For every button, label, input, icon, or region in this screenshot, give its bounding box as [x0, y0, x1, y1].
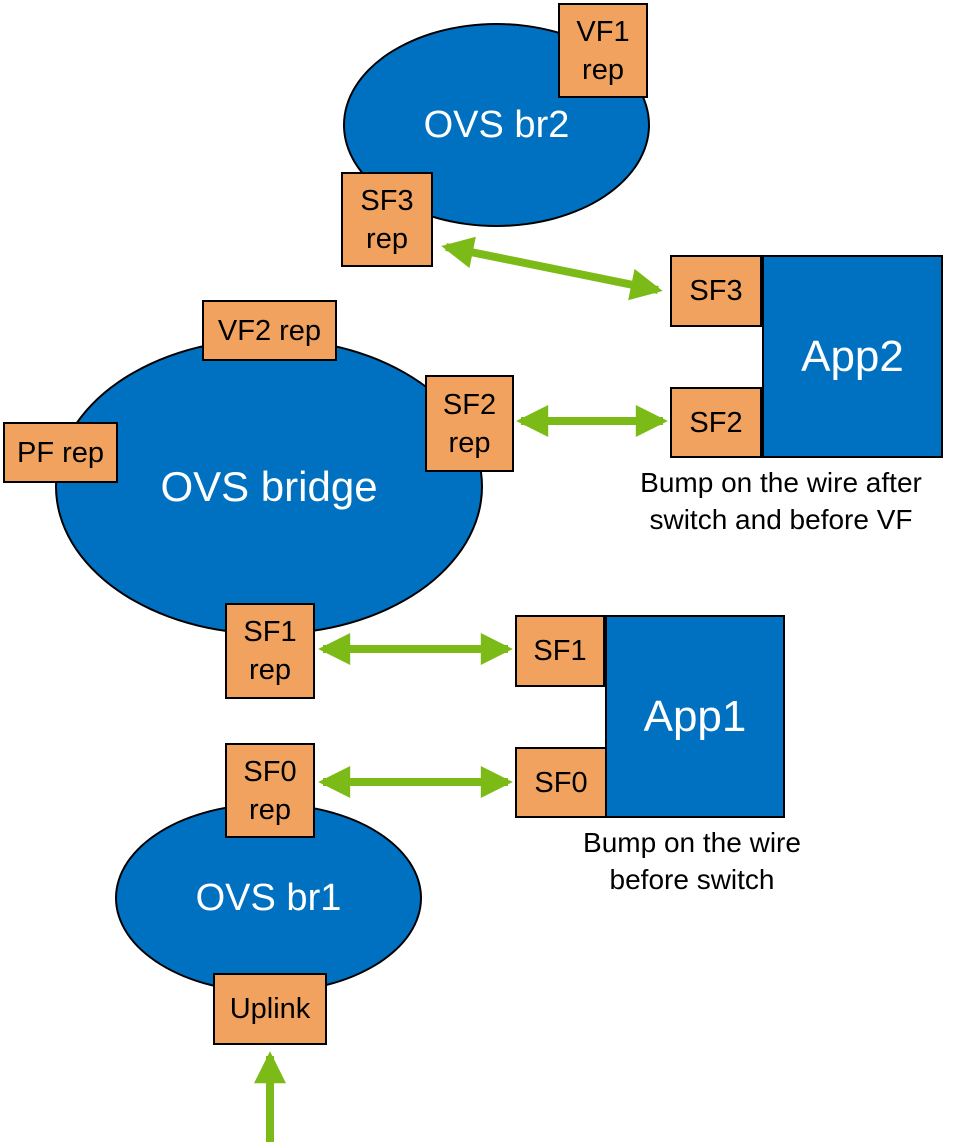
app2-caption-line1: Bump on the wire after [640, 467, 922, 498]
port-sf2-rep: SF2 rep [425, 375, 514, 472]
app2-caption-line2: switch and before VF [649, 504, 913, 535]
ovs-br1-label: OVS br1 [195, 876, 342, 919]
port-sf0-rep: SF0 rep [225, 743, 315, 838]
port-sf0-rep-line2: rep [249, 793, 291, 826]
port-uplink-label: Uplink [229, 993, 311, 1025]
port-vf1-rep: VF1 rep [558, 3, 648, 98]
app1-caption-line1: Bump on the wire [583, 827, 801, 858]
ovs-br2-label: OVS br2 [423, 103, 570, 146]
port-app2-sf3: SF3 [670, 255, 762, 327]
app2-caption: Bump on the wire after switch and before… [620, 464, 942, 538]
port-sf3-rep-line1: SF3 [360, 184, 414, 217]
app2-box: App2 [762, 255, 943, 458]
port-vf2-rep: VF2 rep [202, 300, 337, 361]
app2-label: App2 [801, 331, 904, 381]
port-pf-rep-label: PF rep [16, 436, 105, 469]
port-vf1-rep-line2: rep [582, 53, 624, 86]
port-vf2-rep-label: VF2 rep [217, 314, 322, 347]
port-vf1-rep-line1: VF1 [576, 15, 630, 48]
port-sf0-rep-line1: SF0 [243, 755, 297, 788]
port-app2-sf2: SF2 [670, 387, 762, 458]
app1-caption-line2: before switch [609, 864, 775, 895]
port-app1-sf0: SF0 [515, 747, 607, 818]
arrow-sf3rep-to-sf3 [441, 236, 663, 301]
port-sf1-rep-line2: rep [249, 654, 291, 686]
port-sf2-rep-line2: rep [448, 426, 491, 459]
port-app2-sf2-label: SF2 [689, 406, 743, 439]
port-sf1-rep: SF1 rep [225, 603, 315, 699]
port-sf1-rep-line1: SF1 [243, 616, 297, 648]
port-app1-sf0-label: SF0 [534, 766, 588, 799]
port-sf3-rep-line2: rep [366, 222, 408, 255]
app1-box: App1 [605, 615, 785, 818]
port-app2-sf3-label: SF3 [689, 275, 743, 307]
port-sf2-rep-line1: SF2 [442, 388, 497, 421]
port-uplink: Uplink [213, 973, 327, 1045]
port-pf-rep: PF rep [3, 422, 118, 483]
ovs-bridge-label: OVS bridge [160, 462, 378, 510]
app1-caption: Bump on the wire before switch [542, 824, 842, 898]
app1-label: App1 [643, 691, 747, 741]
port-sf3-rep: SF3 rep [341, 172, 433, 267]
ovs-bridge-ellipse: OVS bridge [55, 338, 483, 635]
port-app1-sf1: SF1 [515, 615, 605, 687]
port-app1-sf1-label: SF1 [533, 635, 587, 667]
